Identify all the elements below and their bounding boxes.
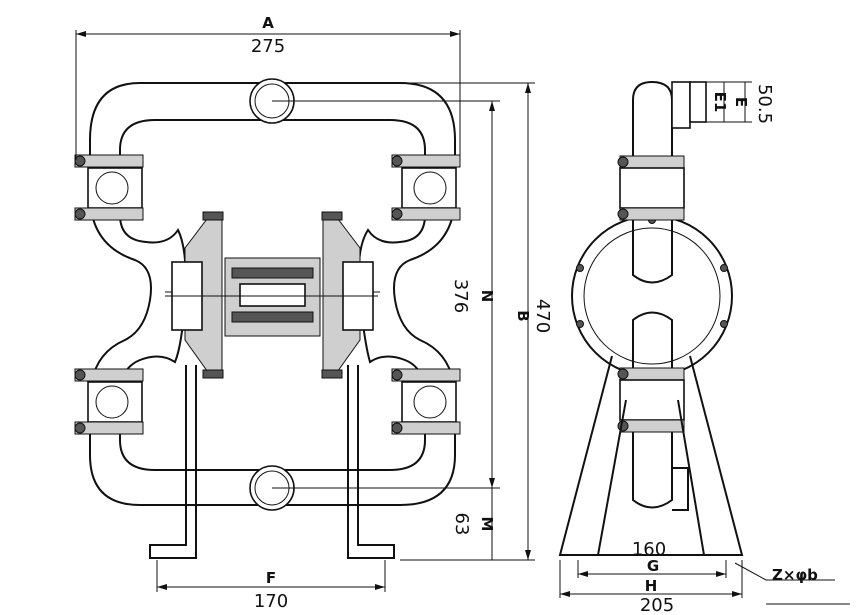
z-callout-label: Z×φb	[772, 566, 818, 584]
dim-a-letter: A	[262, 14, 274, 32]
dimension-f	[156, 560, 386, 592]
dim-f-value: 170	[254, 591, 288, 612]
side-stand	[558, 355, 744, 556]
side-housing-bolts	[576, 216, 728, 376]
side-inlet-elbow	[672, 467, 689, 511]
inner-manifold	[119, 119, 426, 471]
side-outlet-elbow	[671, 81, 691, 129]
dimension-n	[272, 100, 500, 489]
dim-h-value: 205	[640, 595, 674, 615]
dimension-b	[395, 82, 535, 561]
dim-e1-letter: E1	[711, 92, 729, 113]
side-outlet-flange	[689, 81, 707, 123]
dim-g-letter: G	[647, 557, 659, 575]
dim-e-value: 50.5	[754, 84, 775, 124]
dimension-e	[706, 81, 752, 123]
side-clamps	[617, 155, 685, 433]
valve-bottom-left	[74, 368, 144, 435]
side-lower-pipe	[632, 311, 673, 509]
dim-e-letter: E	[732, 97, 750, 107]
side-diaphragm-housing	[571, 215, 733, 377]
side-diaphragm-housing-inner	[583, 227, 721, 365]
valve-top-right	[391, 154, 461, 221]
dim-n-value: 376	[450, 279, 471, 313]
front-legs	[149, 365, 395, 559]
center-body	[165, 211, 380, 379]
dimension-h	[559, 560, 743, 598]
front-view: A 275 N 376 B 470 M 63	[74, 14, 553, 612]
dim-b-value: 470	[532, 299, 553, 333]
side-view: E1 E 50.5 160 G H 205 Z×φb	[558, 80, 850, 615]
dim-f-letter: F	[266, 569, 276, 587]
outer-manifold	[89, 82, 456, 506]
side-upper-pipe	[632, 80, 673, 284]
valve-top-left	[74, 154, 144, 221]
dim-m-letter: M	[478, 517, 496, 532]
valve-bottom-right	[391, 368, 461, 435]
dim-n-letter: N	[478, 290, 496, 303]
dim-h-letter: H	[645, 577, 658, 595]
dim-m-value: 63	[451, 513, 472, 536]
dim-a-value: 275	[251, 36, 285, 57]
dim-g-value: 160	[632, 539, 666, 560]
dim-b-letter: B	[514, 310, 532, 321]
z-callout-leader	[734, 562, 767, 581]
dimension-a	[75, 30, 461, 160]
dimension-g	[577, 560, 727, 578]
